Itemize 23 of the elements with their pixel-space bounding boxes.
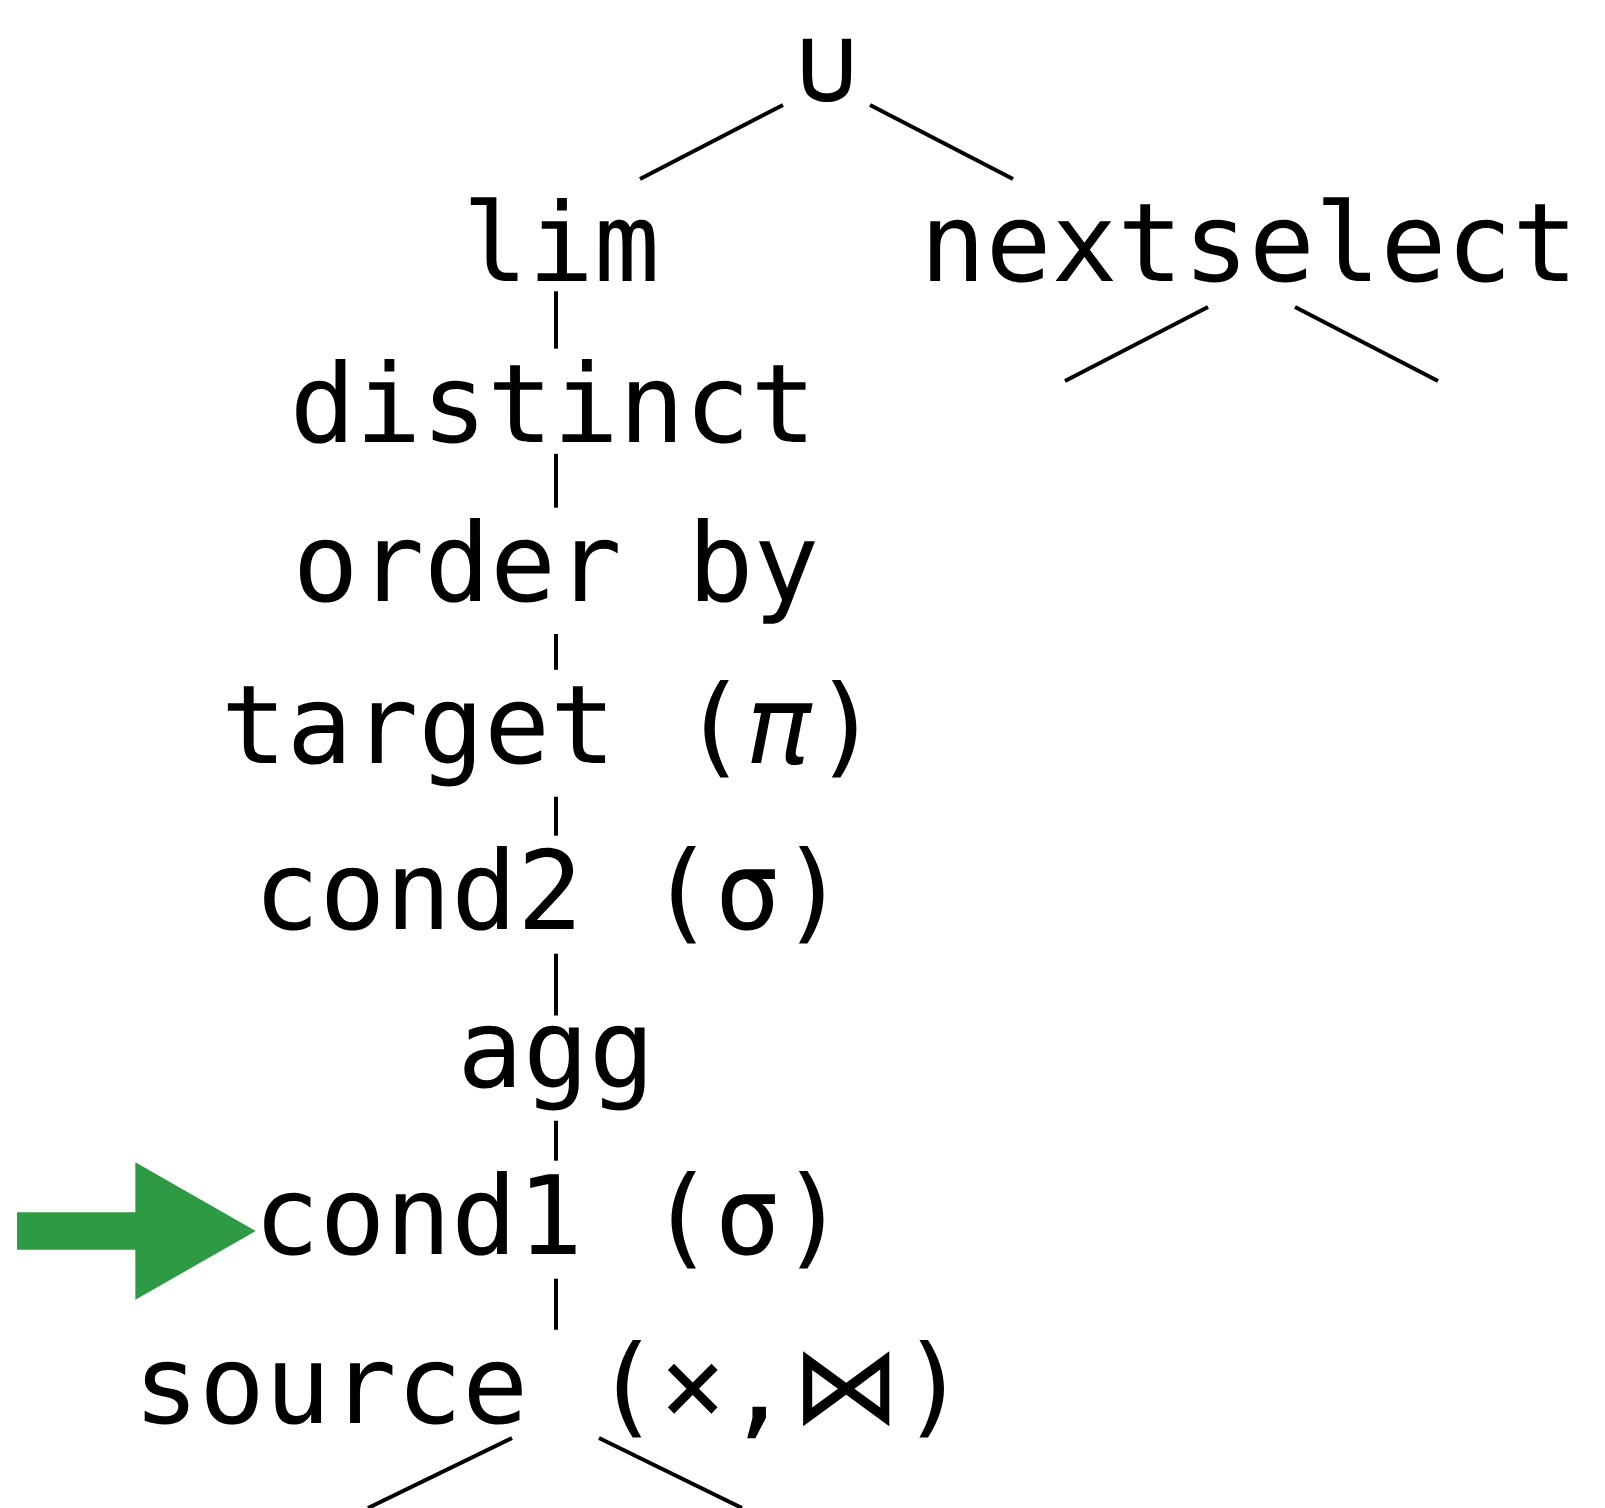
operator-label: lim xyxy=(470,197,655,281)
operator-label: target (π) xyxy=(227,680,857,787)
tree-line xyxy=(554,1278,558,1330)
operator-label: cond2 (σ) xyxy=(264,845,824,944)
operator-label: distinct xyxy=(296,358,806,444)
operator-label: cond1 (σ) xyxy=(264,1170,824,1269)
operator-label: nextselect xyxy=(930,197,1568,283)
tree-line xyxy=(367,1436,513,1508)
tree-line xyxy=(1294,305,1439,383)
tree-line xyxy=(554,796,558,836)
tree-line xyxy=(1064,305,1209,383)
tree-line xyxy=(598,1436,743,1508)
operator-label: agg xyxy=(464,1025,645,1111)
tree-line xyxy=(639,103,784,181)
operator-label: order by xyxy=(300,517,815,624)
tree-line xyxy=(554,634,558,670)
tree-line xyxy=(554,291,558,349)
tree-line xyxy=(554,1120,558,1161)
tree-line xyxy=(869,103,1014,181)
operator-label: source (×,⋈) xyxy=(144,1340,944,1439)
tree-line xyxy=(554,953,558,1016)
tree-line xyxy=(554,453,558,508)
operator-label: ∪ xyxy=(802,38,852,102)
